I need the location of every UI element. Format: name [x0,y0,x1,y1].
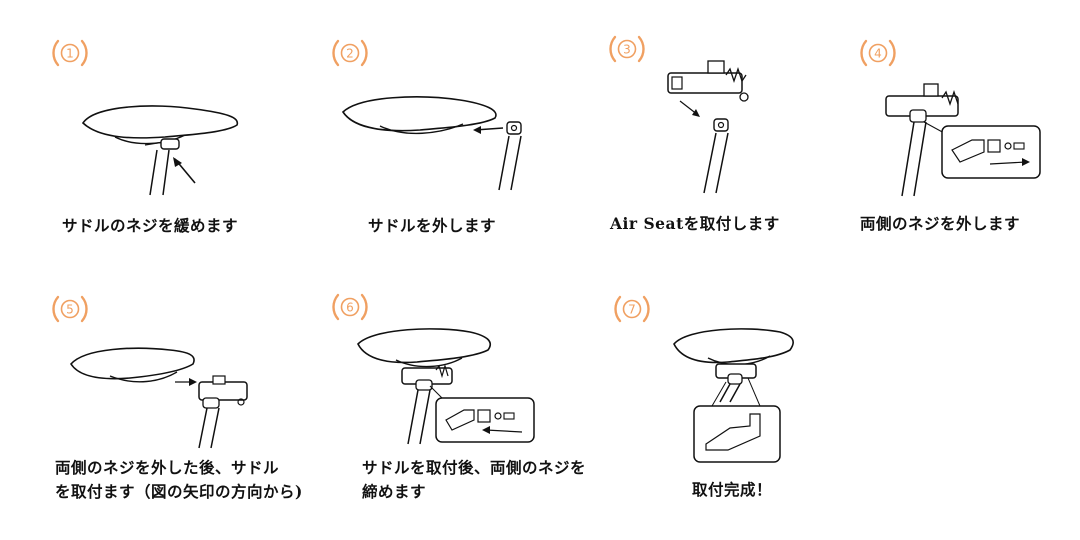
mount-saddle-illustration [70,347,248,449]
air-seat-install-illustration [667,60,749,194]
step-caption: サドルのネジを緩めます [62,216,239,235]
step-number-badge: 5 [50,294,90,324]
step-number-badge: 7 [612,294,652,324]
saddle-loosen-illustration [81,105,239,196]
step-number-badge: 4 [858,38,898,68]
laurel-circle-icon: 1 [52,39,88,67]
step-number-badge: 2 [330,38,370,68]
step-caption: サドルを取付後、両側のネジを 締めます [362,458,587,501]
step-caption: Air Seatを取付します [610,214,780,233]
step-number: 4 [874,47,882,61]
laurel-circle-icon: 5 [52,295,88,323]
step-caption: サドルを外します [368,216,497,235]
laurel-circle-icon: 6 [332,293,368,321]
step-number: 6 [346,301,354,315]
step-caption: 両側のネジを外した後、サドル を取付ます（図の矢印の方向から) [55,458,303,501]
laurel-circle-icon: 2 [332,39,368,67]
step-number: 2 [346,47,354,61]
step-number-badge: 1 [50,38,90,68]
step-number-badge: 6 [330,292,370,322]
laurel-circle-icon: 7 [614,295,650,323]
laurel-circle-icon: 3 [609,35,645,63]
step-number: 3 [623,43,631,57]
step-number: 1 [66,47,74,61]
laurel-circle-icon: 4 [860,39,896,67]
remove-side-screws-illustration [885,83,1041,197]
tighten-side-screws-illustration [357,328,535,445]
step-number: 7 [628,303,636,317]
step-number-badge: 3 [607,34,647,64]
saddle-remove-illustration [341,96,522,191]
step-caption: 取付完成！ [692,480,773,499]
step-number: 5 [66,303,74,317]
step-caption: 両側のネジを外します [860,214,1021,233]
installation-complete-illustration [673,328,794,463]
